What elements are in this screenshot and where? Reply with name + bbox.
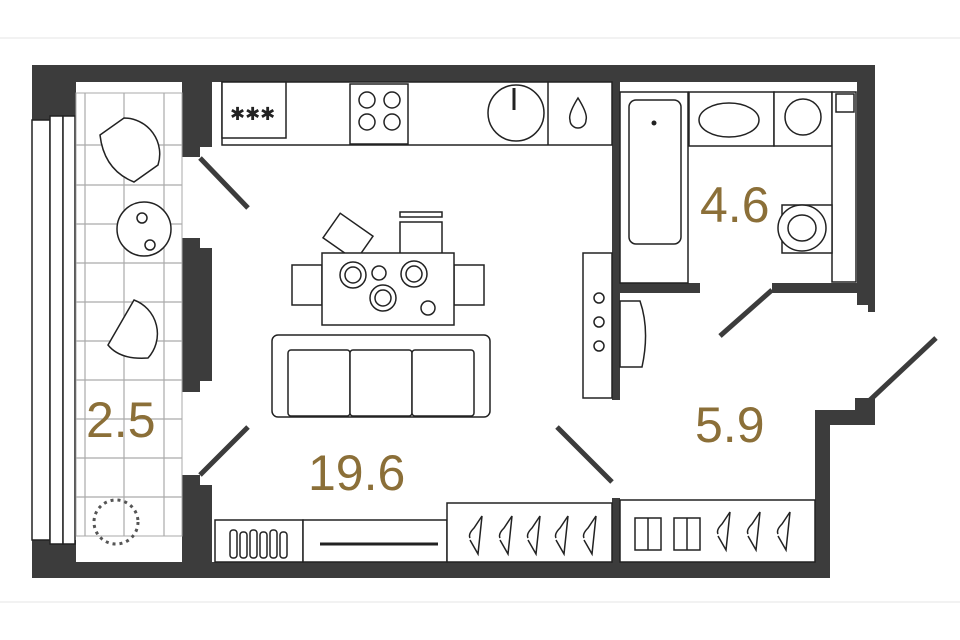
shoe-cabinet <box>582 252 613 399</box>
armchair-icon <box>107 299 159 359</box>
plant-icon <box>92 498 140 546</box>
bathroom-fixtures <box>619 91 857 284</box>
freezer-icon: ✱✱✱ <box>230 104 275 124</box>
room-area-living-kitchen: 19.6 <box>308 445 405 501</box>
balcony <box>31 92 183 546</box>
wardrobe <box>446 502 613 563</box>
hanger-icons <box>468 511 791 557</box>
room-area-bathroom: 4.6 <box>700 177 770 233</box>
water-drop-icon <box>568 96 588 129</box>
room-area-hallway: 5.9 <box>695 397 765 453</box>
dining-table-icon <box>321 252 455 326</box>
sofa-icon <box>271 334 491 418</box>
room-area-balcony: 2.5 <box>86 392 156 448</box>
armchair-icon <box>99 117 161 183</box>
mirror-icon <box>619 300 647 368</box>
dining-set <box>291 211 485 326</box>
kitchen-sink-icon <box>487 84 545 142</box>
coffee-table-icon <box>116 201 172 257</box>
storage-units <box>214 499 816 563</box>
hallway-fixtures <box>582 252 647 399</box>
walls <box>32 65 875 578</box>
washbasin-icon <box>698 102 760 138</box>
cooktop-icon <box>349 83 409 145</box>
door-leaves <box>198 156 938 484</box>
bathtub-icon <box>628 99 682 245</box>
kitchen-counter: ✱✱✱ <box>221 81 613 146</box>
washing-machine-icon <box>773 91 833 147</box>
